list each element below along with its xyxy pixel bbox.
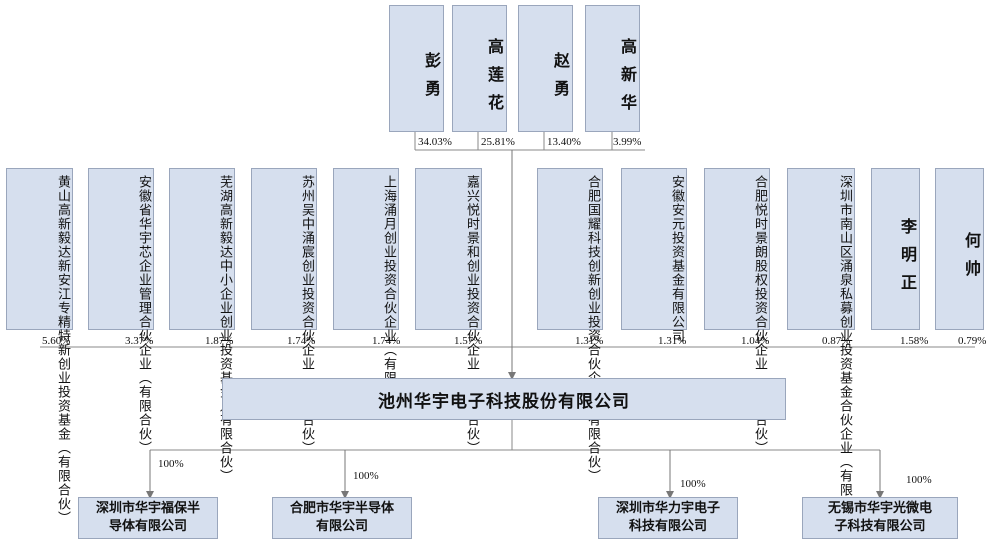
top-holder-box: 赵勇 — [518, 5, 573, 132]
shareholder-box: 合肥悦时景朗股权投资合伙企业（有限合伙） — [704, 168, 770, 455]
company-box: 池州华宇电子科技股份有限公司 — [222, 378, 786, 420]
shareholder-name-line: 苏州吴中涌宸创业投资 — [299, 175, 314, 315]
shareholder-name-line: 深圳市南山区涌泉私募 — [837, 175, 852, 315]
shareholder-box: 安徽省华宇芯企业管理合伙企业（有限合伙） — [88, 168, 154, 455]
subsidiary-name-line2: 有限公司 — [315, 519, 368, 534]
top-holder-box: 高新华 — [585, 5, 640, 132]
shareholder-pct: 1.31% — [658, 335, 687, 347]
shareholder-name-line: 合伙企业 — [464, 315, 479, 371]
shareholder-pct: 1.87% — [205, 335, 234, 347]
subsidiary-box: 合肥市华宇半导体有限公司 — [272, 497, 412, 539]
top-holder-pct: 25.81% — [481, 136, 515, 148]
company-name: 池州华宇电子科技股份有限公司 — [378, 391, 630, 412]
shareholder-name-line: 安徽省华宇芯企业管理 — [136, 175, 151, 315]
shareholder-name-line: 合伙企业 — [299, 315, 314, 371]
subsidiary-pct: 100% — [906, 474, 932, 486]
subsidiary-name-line2: 科技有限公司 — [628, 519, 707, 534]
top-holder-pct: 34.03% — [418, 136, 452, 148]
top-holder-name: 赵勇 — [551, 51, 570, 108]
shareholder-pct: 1.04% — [741, 335, 770, 347]
subsidiary-name-line1: 深圳市华宇福保半 — [95, 501, 200, 516]
subsidiary-name-line2: 子科技有限公司 — [834, 519, 926, 534]
shareholder-box: 深圳市南山区涌泉私募创业投资基金合伙企业（有限合伙） — [787, 168, 855, 539]
shareholder-name-line: 何帅 — [962, 232, 981, 288]
top-holder-box: 彭勇 — [389, 5, 444, 132]
shareholder-box: 何帅 — [935, 168, 984, 330]
shareholder-pct: 5.60% — [42, 335, 71, 347]
subsidiary-name-line2: 导体有限公司 — [108, 519, 187, 534]
shareholder-name-line: 合肥国耀科技创新创业 — [585, 175, 600, 315]
shareholder-box: 安徽安元投资基金有限公司 — [621, 168, 687, 343]
subsidiary-box: 深圳市华力宇电子科技有限公司 — [598, 497, 738, 539]
shareholder-name-line: （有限合伙） — [136, 371, 151, 455]
shareholder-pct: 0.79% — [958, 335, 987, 347]
subsidiary-name-line1: 合肥市华宇半导体 — [289, 501, 394, 516]
shareholder-name-line: 合伙企业 — [381, 287, 396, 343]
shareholder-name-line: 合肥悦时景朗股权 — [752, 175, 767, 287]
shareholder-box: 上海涌月创业投资合伙企业（有限合伙） — [333, 168, 399, 427]
shareholder-name-line: 上海涌月创业投资 — [381, 175, 396, 287]
subsidiary-name-line1: 深圳市华力宇电子 — [615, 501, 720, 516]
subsidiary-pct: 100% — [353, 470, 379, 482]
top-holder-pct: 13.40% — [547, 136, 581, 148]
shareholder-pct: 1.74% — [372, 335, 401, 347]
shareholder-name-line: （有限合伙） — [585, 399, 600, 483]
shareholder-name-line: 有限公司 — [669, 287, 684, 343]
shareholder-name-line: 投资合伙企业 — [752, 287, 767, 371]
shareholder-name-line: 创业投资基金合伙企业 — [837, 315, 852, 455]
top-holder-name: 高莲花 — [485, 37, 504, 122]
shareholder-name-line: （有限合伙） — [55, 441, 70, 525]
shareholder-name-line: 李明正 — [898, 218, 917, 302]
shareholder-pct: 1.74% — [287, 335, 316, 347]
top-holder-pct: 3.99% — [613, 136, 642, 148]
subsidiary-box: 深圳市华宇福保半导体有限公司 — [78, 497, 218, 539]
top-holder-box: 高莲花 — [452, 5, 507, 132]
top-holder-name: 高新华 — [618, 37, 637, 122]
shareholder-box: 黄山高新毅达新安江专精特新创业投资基金（有限合伙） — [6, 168, 73, 525]
shareholder-pct: 3.37% — [125, 335, 154, 347]
shareholder-name-line: 嘉兴悦时景和创业投资 — [464, 175, 479, 315]
shareholder-box: 合肥国耀科技创新创业投资合伙企业（有限合伙） — [537, 168, 603, 483]
shareholder-pct: 0.87% — [822, 335, 851, 347]
top-holder-name: 彭勇 — [422, 51, 441, 108]
subsidiary-box: 无锡市华宇光微电子科技有限公司 — [802, 497, 958, 539]
shareholder-name-line: 精特新创业投资基金 — [55, 315, 70, 441]
shareholder-box: 李明正 — [871, 168, 920, 330]
shareholder-pct: 1.58% — [900, 335, 929, 347]
shareholder-pct: 1.57% — [454, 335, 483, 347]
shareholder-name-line: 合伙企业 — [136, 315, 151, 371]
shareholder-name-line: （有限合伙） — [217, 399, 232, 483]
shareholder-name-line: 安徽安元投资基金 — [669, 175, 684, 287]
shareholder-name-line: 芜湖高新毅达中小企业 — [217, 175, 232, 315]
subsidiary-name-line1: 无锡市华宇光微电 — [827, 501, 932, 516]
shareholder-name-line: 黄山高新毅达新安江专 — [55, 175, 70, 315]
shareholder-box: 嘉兴悦时景和创业投资合伙企业（有限合伙） — [415, 168, 482, 455]
shareholder-pct: 1.31% — [575, 335, 604, 347]
shareholder-box: 芜湖高新毅达中小企业创业投资基金（有限合伙） — [169, 168, 235, 483]
shareholder-box: 苏州吴中涌宸创业投资合伙企业（有限合伙） — [251, 168, 317, 455]
subsidiary-pct: 100% — [158, 458, 184, 470]
subsidiary-pct: 100% — [680, 478, 706, 490]
